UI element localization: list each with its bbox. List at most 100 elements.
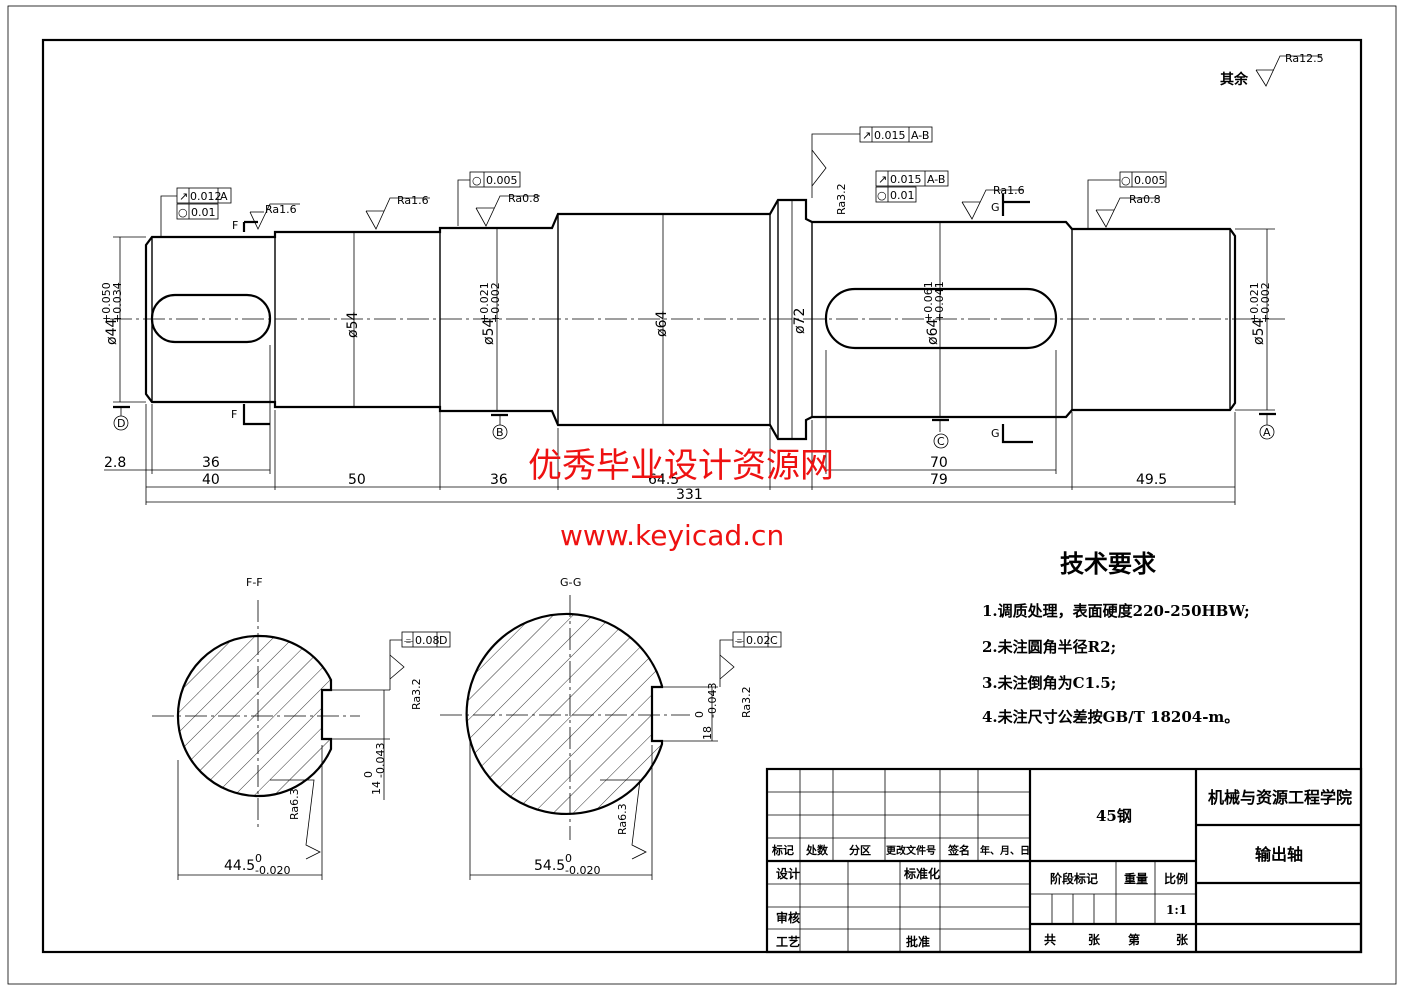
svg-text:○: ○ [178, 206, 188, 219]
svg-text:A: A [1263, 426, 1271, 439]
svg-text:重量: 重量 [1124, 871, 1148, 886]
school-name: 机械与资源工程学院 [1208, 788, 1352, 807]
svg-text:0.015: 0.015 [874, 129, 906, 142]
watermark-url: www.keyicad.cn [560, 519, 784, 552]
svg-text:0.02: 0.02 [746, 634, 771, 647]
svg-text:-0.020: -0.020 [565, 864, 600, 877]
svg-text:0: 0 [693, 711, 706, 718]
svg-text:A-B: A-B [911, 129, 929, 142]
tech-req-4: 4.未注尺寸公差按GB/T 18204-m。 [982, 708, 1239, 726]
svg-text:70: 70 [930, 455, 948, 471]
svg-text:Ra1.6: Ra1.6 [265, 203, 297, 216]
svg-text:+0.034: +0.034 [111, 282, 124, 323]
svg-text:○: ○ [1121, 174, 1131, 187]
svg-text:签名: 签名 [947, 843, 970, 857]
svg-text:0.08: 0.08 [415, 634, 440, 647]
keyway-2 [824, 287, 1058, 350]
svg-text:○: ○ [877, 189, 887, 202]
svg-text:↗: ↗ [862, 129, 871, 142]
svg-text:第: 第 [1128, 932, 1140, 947]
outer-border [7, 5, 1397, 985]
svg-text:A-B: A-B [927, 173, 945, 186]
svg-text:更改文件号: 更改文件号 [886, 844, 936, 857]
tech-req-2: 2.未注圆角半径R2; [982, 638, 1116, 656]
svg-text:2.8: 2.8 [104, 455, 126, 471]
svg-text:Ra12.5: Ra12.5 [1285, 52, 1324, 65]
svg-text:+0.021: +0.021 [478, 282, 491, 323]
svg-text:ø44: ø44 [104, 319, 120, 345]
svg-text:F: F [232, 219, 238, 232]
svg-text:0.01: 0.01 [890, 189, 915, 202]
tech-req-title: 技术要求 [1060, 549, 1156, 578]
svg-text:↗: ↗ [878, 173, 887, 186]
svg-text:共: 共 [1044, 932, 1056, 947]
svg-text:标记: 标记 [771, 843, 794, 857]
svg-text:批准: 批准 [906, 934, 930, 949]
svg-text:年、月、日: 年、月、日 [980, 844, 1030, 857]
svg-text:+0.061: +0.061 [922, 281, 935, 322]
svg-text:-0.043: -0.043 [374, 743, 387, 778]
svg-text:0.005: 0.005 [486, 174, 518, 187]
svg-text:54.5: 54.5 [534, 858, 565, 874]
svg-text:0: 0 [565, 852, 572, 865]
svg-text:⌯: ⌯ [404, 634, 413, 647]
keyway-1 [150, 293, 272, 344]
svg-text:Ra3.2: Ra3.2 [835, 183, 848, 215]
svg-text:工艺: 工艺 [776, 934, 800, 949]
svg-text:审核: 审核 [776, 910, 800, 925]
general-roughness: 其余 Ra12.5 [1220, 52, 1324, 88]
tech-req-3: 3.未注倒角为C1.5; [982, 674, 1116, 692]
shaft-outline [110, 198, 1285, 441]
roughness-marks: Ra1.6 Ra1.6 Ra0.8 Ra3.2 Ra1.6 Ra0.8 [249, 149, 1161, 230]
svg-text:设计: 设计 [776, 866, 800, 881]
svg-text:14: 14 [370, 781, 383, 795]
svg-text:0.01: 0.01 [191, 206, 216, 219]
datum-symbols: D B C A [113, 405, 1276, 449]
svg-text:分区: 分区 [849, 843, 871, 857]
svg-text:F-F: F-F [246, 576, 263, 589]
svg-text:0.005: 0.005 [1134, 174, 1166, 187]
section-gg: G-G 18 0 -0.043 ⌯ 0.02 C Ra3.2 Ra6.3 54.… [440, 576, 782, 880]
length-dims: 2.8 36 40 50 36 64.5 70 79 49.5 331 [104, 345, 1236, 505]
inner-border [41, 38, 1363, 954]
svg-text:阶段标记: 阶段标记 [1050, 871, 1098, 886]
svg-text:-0.020: -0.020 [255, 864, 290, 877]
svg-text:79: 79 [930, 472, 948, 488]
svg-text:36: 36 [490, 472, 508, 488]
svg-text:↗: ↗ [179, 190, 188, 203]
svg-text:G: G [991, 427, 1000, 440]
svg-text:64.5: 64.5 [648, 472, 679, 488]
svg-text:ø54: ø54 [345, 312, 361, 338]
svg-text:18: 18 [701, 726, 714, 740]
svg-text:ø64: ø64 [925, 319, 941, 345]
section-markers: F F G G [231, 194, 1033, 444]
svg-text:-0.043: -0.043 [706, 683, 719, 718]
part-name: 输出轴 [1255, 845, 1303, 864]
svg-text:36: 36 [202, 455, 220, 471]
svg-text:Ra0.8: Ra0.8 [508, 192, 540, 205]
svg-text:49.5: 49.5 [1136, 472, 1167, 488]
svg-text:0.015: 0.015 [890, 173, 922, 186]
svg-text:+0.002: +0.002 [489, 282, 502, 323]
svg-text:B: B [496, 426, 504, 439]
svg-text:+0.041: +0.041 [933, 281, 946, 322]
tech-requirements: 技术要求 1.调质处理，表面硬度220-250HBW; 2.未注圆角半径R2; … [982, 549, 1250, 726]
svg-text:+0.050: +0.050 [100, 282, 113, 323]
svg-text:Ra6.3: Ra6.3 [288, 788, 301, 820]
svg-text:D: D [117, 417, 125, 430]
svg-text:44.5: 44.5 [224, 858, 255, 874]
tech-req-1: 1.调质处理，表面硬度220-250HBW; [982, 602, 1250, 620]
svg-text:C: C [770, 634, 778, 647]
svg-text:Ra3.2: Ra3.2 [740, 686, 753, 718]
gdt-frames: ↗ 0.012 A ○ 0.01 ○ 0.005 ↗ 0.015 A-B ↗ 0… [160, 126, 1167, 236]
svg-text:0: 0 [362, 771, 375, 778]
svg-text:40: 40 [202, 472, 220, 488]
svg-text:ø54: ø54 [481, 319, 497, 345]
svg-text:ø72: ø72 [792, 308, 808, 334]
svg-text:D: D [439, 634, 447, 647]
svg-text:A: A [220, 190, 228, 203]
svg-text:张: 张 [1088, 932, 1101, 947]
watermark-text: 优秀毕业设计资源网 [528, 446, 834, 486]
svg-text:比例: 比例 [1164, 871, 1188, 886]
svg-text:+0.021: +0.021 [1248, 282, 1261, 323]
